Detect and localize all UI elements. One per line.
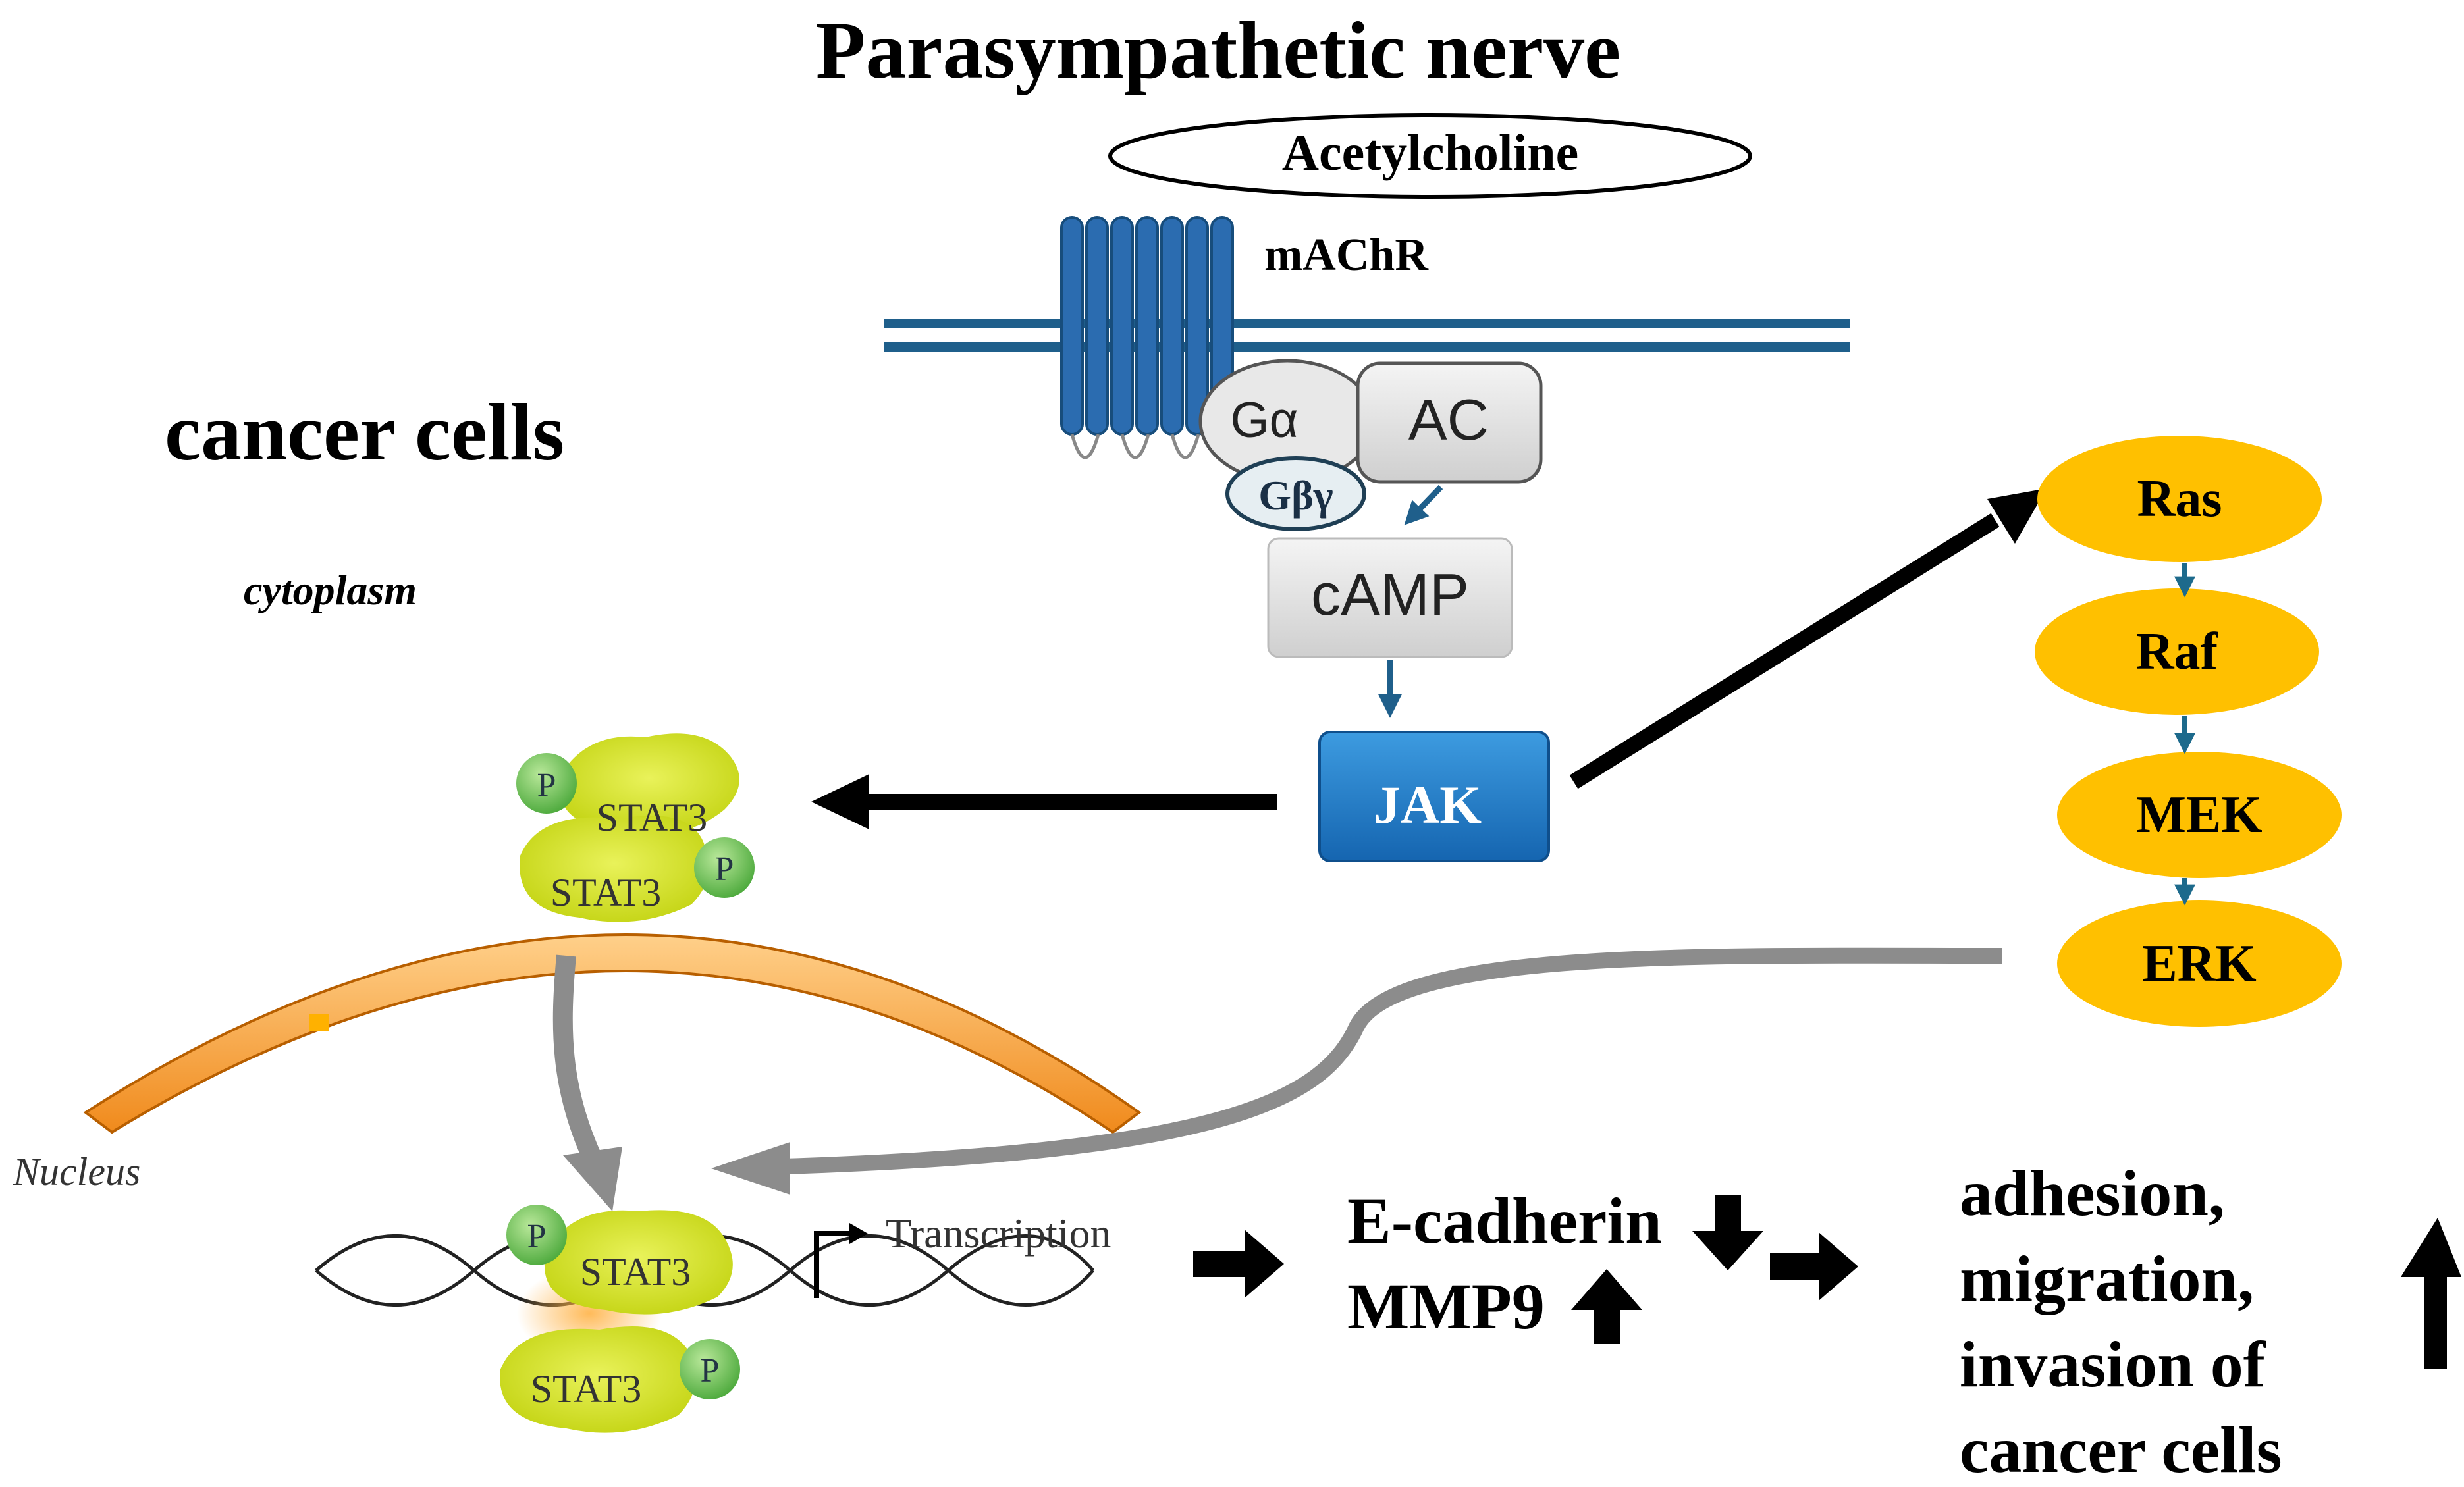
jak-label: JAK [1374, 775, 1482, 835]
stat3-dimer-cytoplasm [516, 733, 755, 922]
transcription-to-targets-arrow [1193, 1230, 1284, 1298]
mapk-cascade [2035, 436, 2342, 1027]
cell-type-label: cancer cells [165, 387, 564, 477]
transcription-start-arrowhead [849, 1223, 868, 1244]
phospho-circle [506, 1205, 567, 1265]
ecadherin-label: E-cadherin [1347, 1184, 1662, 1257]
erk-to-nucleus-arrowhead [711, 1142, 790, 1195]
stat3-label: STAT3 [550, 871, 662, 914]
outcome-line-3: invasion of [1960, 1328, 2266, 1401]
cytoplasm-label: cytoplasm [244, 567, 417, 613]
outcome-up-arrow [2401, 1218, 2461, 1369]
g-beta-gamma-subunit [1225, 456, 1366, 531]
jak-to-stat3-arrowhead [811, 774, 869, 829]
mmp9-label: MMP9 [1347, 1270, 1545, 1343]
jak-box [1318, 731, 1550, 862]
raf-label: Raf [2136, 623, 2219, 681]
receptor-loops [1070, 434, 1244, 459]
nuclear-envelope [83, 933, 1142, 1134]
outcome-line-1: adhesion, [1960, 1157, 2225, 1230]
targets-to-outcome-arrow [1770, 1232, 1858, 1301]
receptor-label: mAChR [1264, 230, 1429, 280]
stat3-dimer-nucleus [500, 1205, 740, 1433]
cell-membrane [884, 319, 1850, 352]
g-alpha-label: Gα [1230, 392, 1298, 448]
erk-to-nucleus-arrow [783, 947, 2002, 1174]
phospho-circle [694, 837, 755, 898]
ligand-ellipse [1108, 113, 1752, 199]
mek-node [2057, 752, 2342, 878]
phospho-circle [680, 1339, 740, 1399]
g-beta-gamma-label: Gβγ [1258, 472, 1333, 519]
camp-label: cAMP [1311, 562, 1469, 628]
ras-node [2037, 436, 2322, 562]
ac-label: AC [1408, 387, 1489, 452]
mmp9-up-arrow [1571, 1269, 1642, 1344]
camp-box [1267, 537, 1513, 658]
stat3-translocation-arrow [552, 954, 602, 1163]
stat3-label: STAT3 [597, 796, 708, 839]
raf-node [2035, 588, 2319, 715]
outcome-line-2: migration, [1960, 1242, 2254, 1315]
ras-label: Ras [2137, 470, 2222, 528]
mek-label: MEK [2136, 786, 2262, 844]
transcription-label: Transcription [886, 1210, 1111, 1257]
diagram-title: Parasympathetic nerve [816, 5, 1620, 95]
stat3-label: STAT3 [531, 1367, 642, 1411]
phospho-circle [516, 753, 577, 814]
erk-node [2057, 900, 2342, 1027]
jak-to-ras-arrowhead [1987, 488, 2047, 544]
stat3-translocation-arrowhead [563, 1147, 622, 1211]
machr-receptor [1060, 216, 1234, 436]
stat3-label: STAT3 [580, 1250, 691, 1293]
ecadherin-down-arrow [1692, 1195, 1763, 1270]
adenylyl-cyclase-box [1356, 361, 1543, 484]
erk-label: ERK [2142, 935, 2256, 993]
nuclear-pore [309, 1014, 329, 1031]
jak-to-ras-arrow [1569, 513, 2000, 789]
transcription-start-arrow [814, 1231, 856, 1298]
phospho-label: P [715, 850, 734, 888]
ligand-label: Acetylcholine [1282, 124, 1579, 181]
phospho-label: P [527, 1218, 547, 1255]
ac-to-camp-arrow [1404, 484, 1443, 525]
phospho-label: P [537, 767, 556, 804]
outcome-line-4: cancer cells [1960, 1413, 2282, 1486]
phospho-label: P [701, 1352, 720, 1390]
nucleus-label: Nucleus [13, 1150, 140, 1193]
